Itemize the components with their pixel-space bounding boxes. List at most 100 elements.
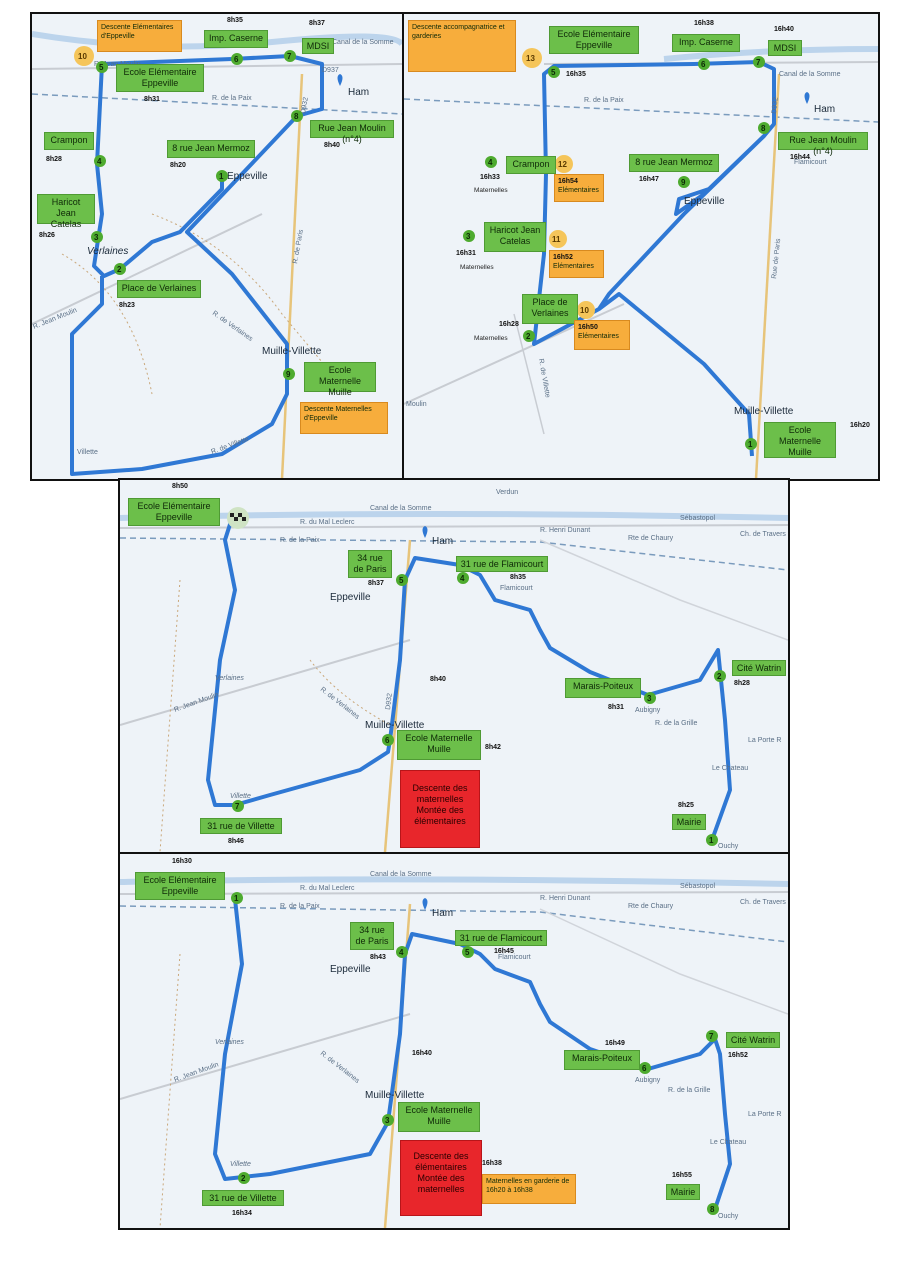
time-label: 8h43 — [370, 954, 386, 961]
path — [159, 579, 181, 852]
stop-marker[interactable]: 12 — [555, 155, 573, 173]
time-label: 16h38 — [482, 1160, 502, 1167]
time-label: 16h52 — [553, 254, 573, 261]
stop-marker[interactable]: 5 — [548, 66, 560, 78]
label-ecole-maternelle: Ecole Maternelle Muille — [398, 1102, 480, 1132]
label-mermoz: 8 rue Jean Mermoz — [167, 140, 255, 158]
stop-marker[interactable]: 11 — [549, 230, 567, 248]
place-eppeville: Eppeville — [684, 196, 725, 207]
time-label: 8h35 — [227, 17, 243, 24]
stop-marker[interactable]: 7 — [232, 800, 244, 812]
stop-marker[interactable]: 10 — [74, 46, 94, 66]
ham-pin-icon — [422, 526, 428, 538]
svg-text:5: 5 — [465, 948, 470, 957]
street-label: R. Jean Moulin — [32, 307, 78, 331]
stop-marker[interactable]: 8 — [291, 110, 303, 122]
label-descente-elementaires: Descente Elémentaires d'Eppeville — [97, 20, 182, 52]
label-ecole-elementaire: Ecole Elémentaire Eppeville — [549, 26, 639, 54]
time-label: 16h30 — [172, 858, 192, 865]
stop-marker[interactable]: 6 — [639, 1062, 651, 1074]
street-label: R. de la Paix — [280, 903, 320, 910]
svg-text:7: 7 — [235, 802, 240, 811]
road — [120, 891, 788, 895]
stop-marker[interactable]: 4 — [457, 572, 469, 584]
stop-marker[interactable]: 9 — [678, 176, 690, 188]
time-label: 16h35 — [566, 71, 586, 78]
place-ham: Ham — [348, 87, 369, 98]
stop-marker[interactable]: 4 — [396, 946, 408, 958]
place-porte: La Porte R — [748, 737, 781, 744]
label-ecole-maternelle: Ecole Maternelle Muille — [397, 730, 481, 760]
time-label: 8h28 — [46, 156, 62, 163]
svg-text:8: 8 — [710, 1205, 715, 1214]
stop-marker[interactable]: 1 — [745, 438, 757, 450]
label-maternelles-garderie: Maternelles en garderie de 16h20 à 16h38 — [482, 1174, 576, 1204]
time-label: 8h46 — [228, 838, 244, 845]
street-label: R. de la Paix — [212, 95, 252, 102]
road-label: Rue de Paris — [771, 238, 782, 279]
path — [151, 213, 333, 375]
stop-marker[interactable]: 9 — [283, 368, 295, 380]
stop-marker[interactable]: 3 — [382, 1114, 394, 1126]
stop-marker[interactable]: 5 — [96, 61, 108, 73]
place-chateau: Le Chateau — [710, 1139, 746, 1146]
stop-marker[interactable]: 6 — [698, 58, 710, 70]
stop-marker[interactable]: 8 — [707, 1203, 719, 1215]
place-chateau: Le Chateau — [712, 765, 748, 772]
map-panel-morning-route-2: R. du Mal Leclerc R. de la Paix Canal de… — [118, 478, 790, 854]
label-crampon: Crampon — [44, 132, 94, 150]
stop-marker[interactable]: 8 — [758, 122, 770, 134]
place-ham: Ham — [432, 536, 453, 547]
street-label: R. du Mal Leclerc — [300, 519, 355, 526]
stop-marker[interactable]: 7 — [706, 1030, 718, 1042]
stop-marker[interactable]: 5 — [462, 946, 474, 958]
place-verlaines: Verlaines — [215, 675, 244, 682]
street-label: R. de la Paix — [280, 537, 320, 544]
map-panel-afternoon-route-1: R. de la Paix Canal de la Somme Rue de P… — [402, 12, 880, 481]
stop-marker[interactable]: 2 — [114, 263, 126, 275]
road — [120, 639, 411, 726]
street-label: R. de la Paix — [584, 97, 624, 104]
stop-marker[interactable]: 3 — [463, 230, 475, 242]
road — [404, 303, 625, 405]
stop-marker[interactable]: 7 — [753, 56, 765, 68]
time-label: 16h49 — [605, 1040, 625, 1047]
maternelles-note: Maternelles — [460, 264, 494, 271]
stop-marker[interactable]: 1 — [231, 892, 243, 904]
stop-marker[interactable]: 6 — [231, 53, 243, 65]
svg-text:4: 4 — [460, 574, 465, 583]
street-label: R. de Verlaines — [211, 310, 254, 343]
place-villette: Villette — [77, 449, 98, 456]
svg-text:4: 4 — [399, 948, 404, 957]
stop-marker[interactable]: 13 — [522, 48, 542, 68]
stop-marker[interactable]: 4 — [94, 155, 106, 167]
label-descente-montee: Descente des maternelles Montée des élém… — [400, 770, 480, 848]
stop-marker[interactable]: 6 — [382, 734, 394, 746]
svg-text:3: 3 — [466, 232, 471, 241]
stop-marker[interactable]: 3 — [644, 692, 656, 704]
place-aubigny: Aubigny — [635, 1077, 661, 1084]
stop-marker[interactable]: 3 — [91, 231, 103, 243]
road-d932 — [280, 73, 304, 479]
stop-marker[interactable]: 1 — [706, 834, 718, 846]
stop-marker[interactable]: 2 — [714, 670, 726, 682]
time-label: 16h20 — [850, 422, 870, 429]
stop-marker[interactable]: 5 — [396, 574, 408, 586]
road — [32, 213, 263, 325]
stop-marker[interactable]: 10 — [577, 301, 595, 319]
time-label: 8h50 — [172, 483, 188, 490]
stop-marker[interactable]: 2 — [238, 1172, 250, 1184]
stop-marker[interactable]: 1 — [216, 170, 228, 182]
svg-text:1: 1 — [219, 172, 224, 181]
place-villette: Villette — [230, 793, 251, 800]
label-haricot: Haricot Jean Catelas — [484, 222, 546, 252]
stop-marker[interactable]: 4 — [485, 156, 497, 168]
stop-marker[interactable]: 7 — [284, 50, 296, 62]
ham-pin-icon — [804, 92, 810, 104]
map-canvas: R. Jean Moulin R. de la Paix Canal de la… — [32, 31, 402, 479]
stop-marker[interactable]: 2 — [523, 330, 535, 342]
map-panel-morning-route-1: R. Jean Moulin R. de la Paix Canal de la… — [30, 12, 404, 481]
place-eppeville: Eppeville — [330, 592, 371, 603]
place-eppeville: Eppeville — [227, 171, 268, 182]
time-label: 16h33 — [480, 174, 500, 181]
